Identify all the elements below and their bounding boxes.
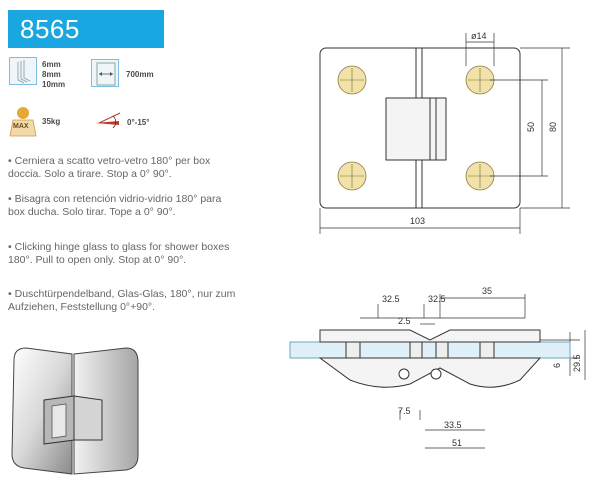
hinge-product-image xyxy=(11,347,139,475)
dim-height-total: 80 xyxy=(548,122,558,132)
dim-height-inner: 50 xyxy=(526,122,536,132)
description-text: Clicking hinge glass to glass for shower… xyxy=(8,241,230,266)
dim-32-5-left: 32.5 xyxy=(382,294,400,304)
glass-thickness-values: 6mm 8mm 10mm xyxy=(42,60,65,90)
dim-width-total: 103 xyxy=(410,216,425,226)
description-en: • Clicking hinge glass to glass for show… xyxy=(8,241,240,266)
dim-2-5: 2.5 xyxy=(398,316,411,326)
max-weight-badge: MAX xyxy=(13,123,29,130)
description-text: Cerniera a scatto vetro-vetro 180° per b… xyxy=(8,155,211,180)
dim-hole-diameter: ø14 xyxy=(471,31,487,41)
max-weight-icon: MAX xyxy=(9,104,37,138)
drawing-side-view: 32.5 32.5 35 2.5 6 29.5 7.5 33.5 51 xyxy=(289,286,586,449)
drawing-top-view: ø14 50 80 103 xyxy=(319,31,570,234)
dim-6: 6 xyxy=(552,363,562,368)
dim-7-5: 7.5 xyxy=(398,406,411,416)
thickness-10: 10mm xyxy=(42,80,66,89)
bullet: • xyxy=(8,241,12,253)
dim-35: 35 xyxy=(482,286,492,296)
product-code: 8565 xyxy=(8,10,164,48)
thickness-8: 8mm xyxy=(42,70,61,79)
description-es: • Bisagra con retención vidrio-vidrio 18… xyxy=(8,193,240,218)
opening-angle-value: 0°-15° xyxy=(127,118,150,127)
max-width-value: 700mm xyxy=(126,70,154,79)
glass-thickness-icon xyxy=(9,57,37,85)
bullet: • xyxy=(8,288,12,300)
thickness-6: 6mm xyxy=(42,60,61,69)
dim-51: 51 xyxy=(452,438,462,448)
dim-33-5: 33.5 xyxy=(444,420,462,430)
opening-angle-icon xyxy=(93,108,123,136)
dim-32-5-right: 32.5 xyxy=(428,294,446,304)
max-weight-value: 35kg xyxy=(42,117,61,126)
bullet: • xyxy=(8,193,12,205)
description-it: • Cerniera a scatto vetro-vetro 180° per… xyxy=(8,155,240,180)
dim-29-5: 29.5 xyxy=(572,354,582,372)
description-text: Bisagra con retención vidrio-vidrio 180°… xyxy=(8,193,222,218)
bullet: • xyxy=(8,155,12,167)
door-width-icon xyxy=(91,59,119,87)
description-de: • Duschtürpendelband, Glas-Glas, 180°, n… xyxy=(8,288,240,313)
description-text: Duschtürpendelband, Glas-Glas, 180°, nur… xyxy=(8,288,236,313)
